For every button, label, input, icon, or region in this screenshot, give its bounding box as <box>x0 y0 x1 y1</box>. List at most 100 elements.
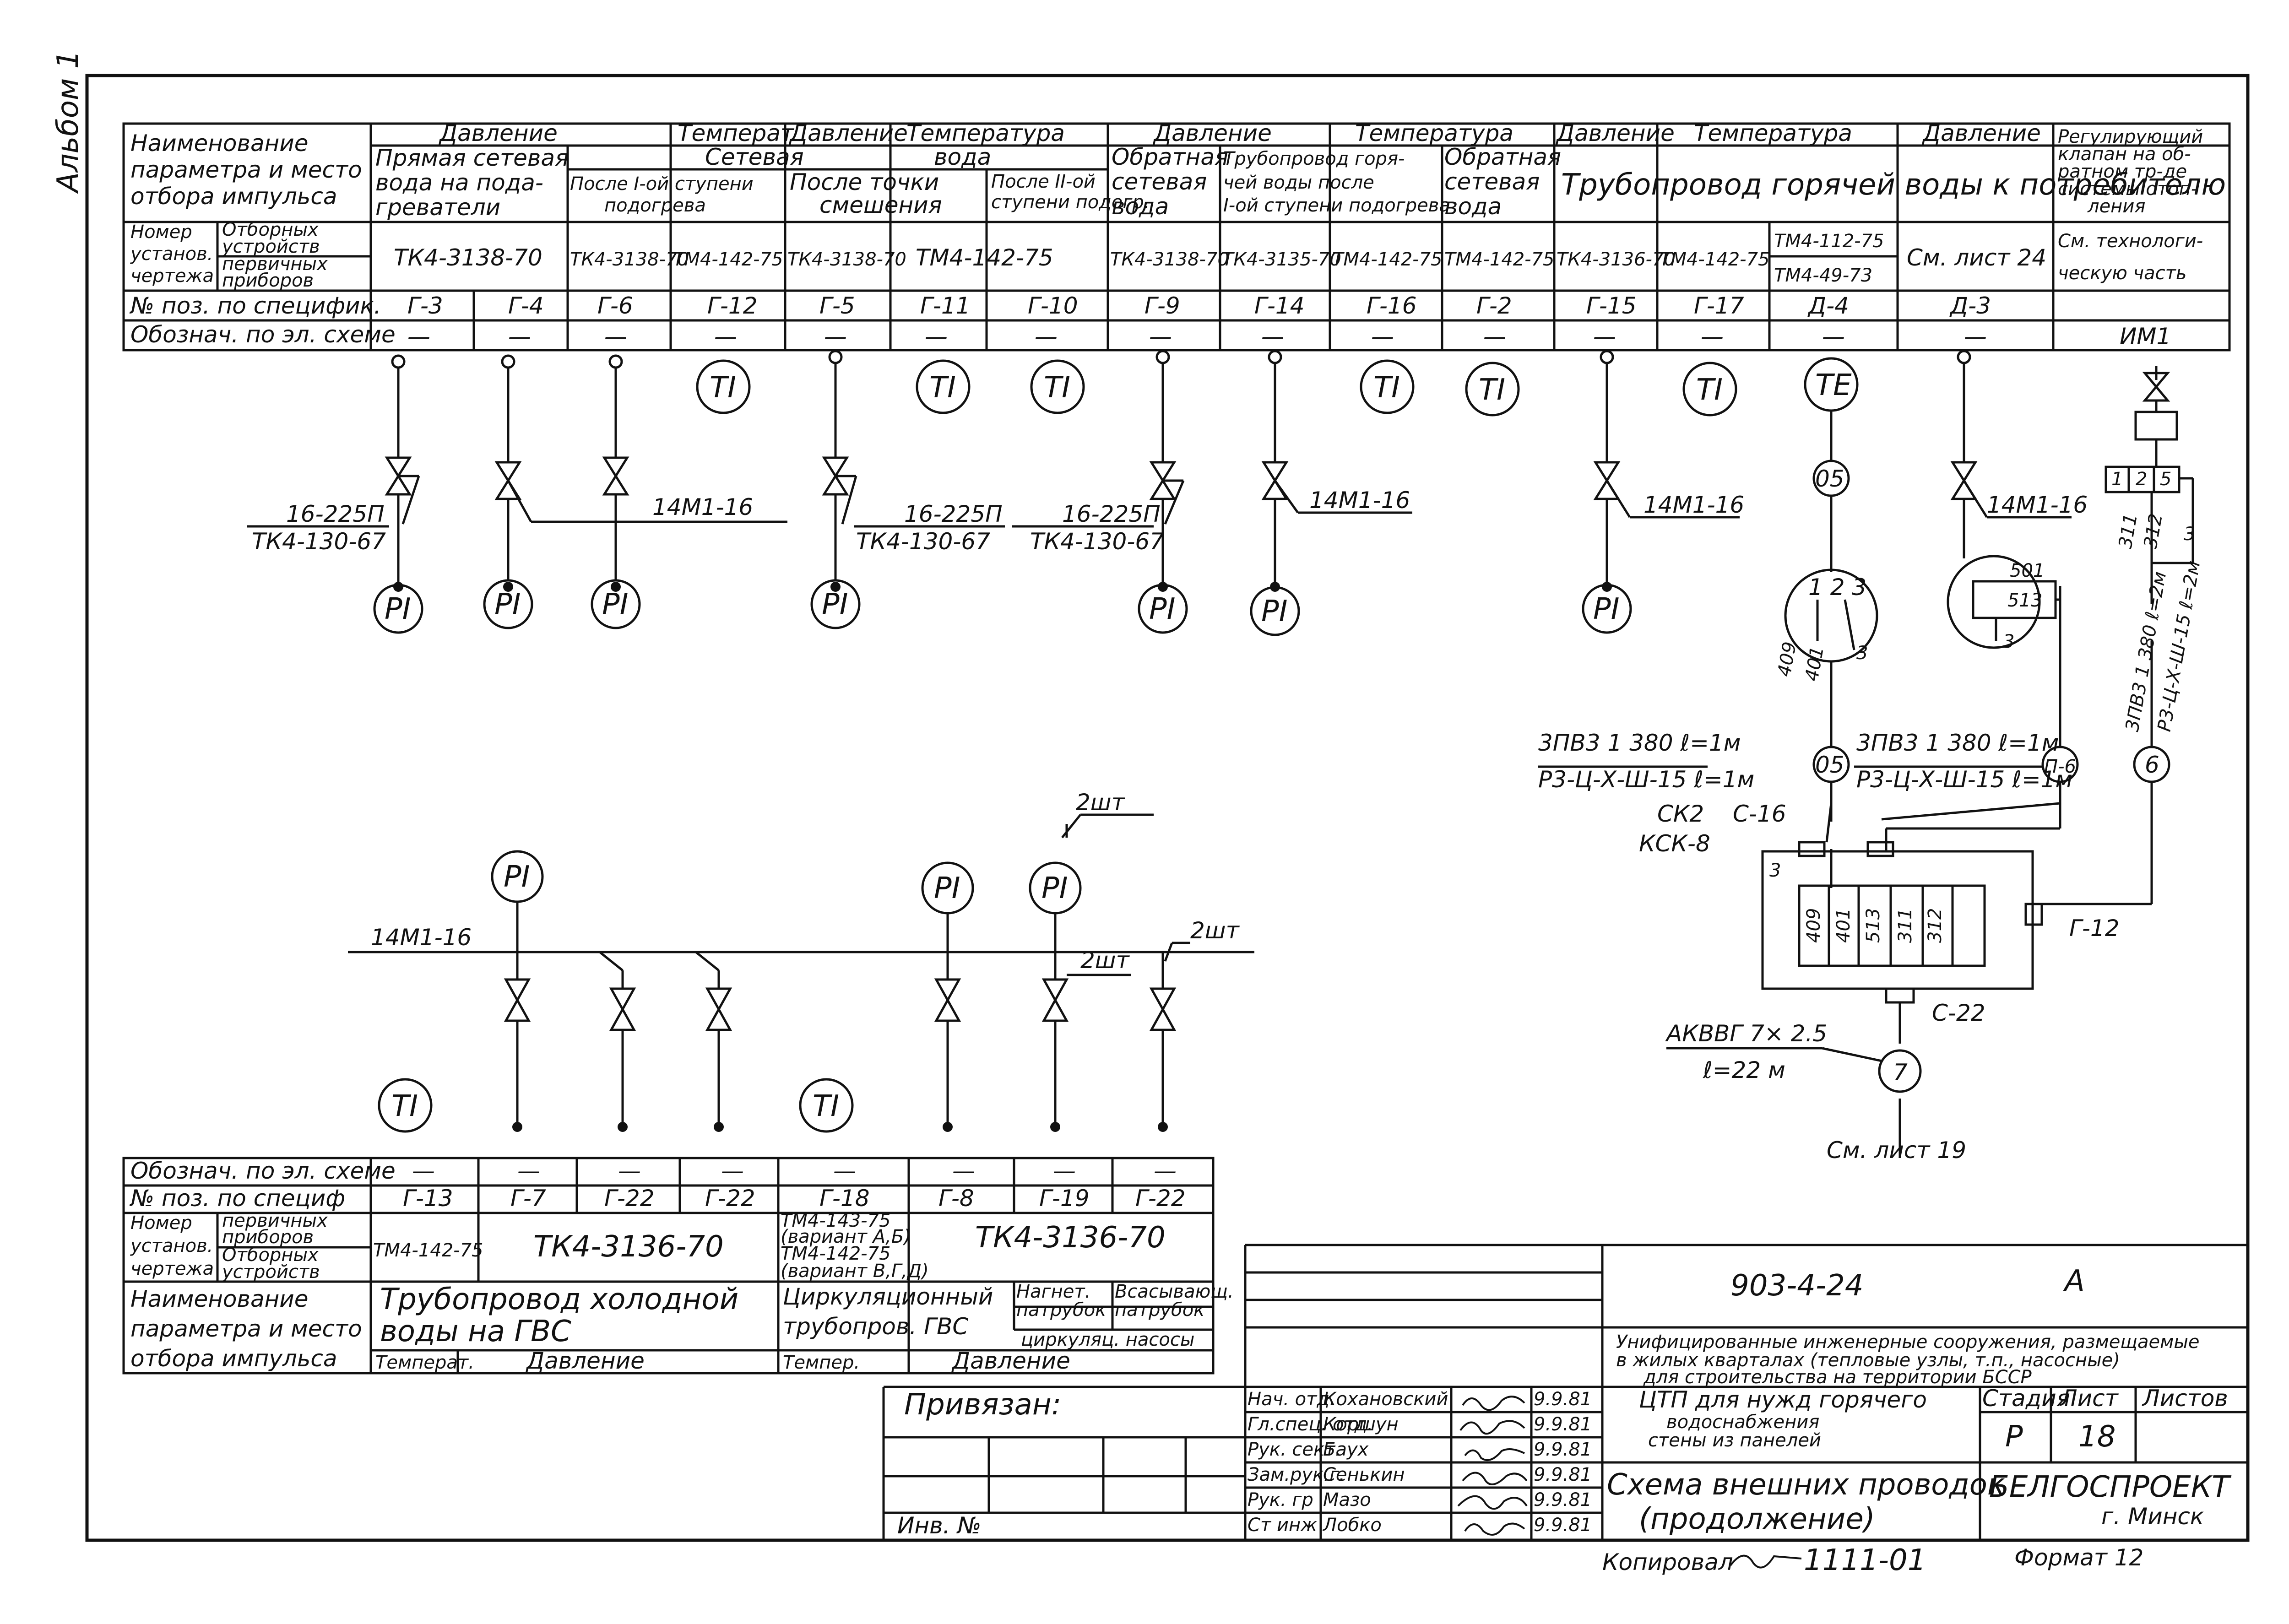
org-city: г. Минск <box>2101 1503 2204 1530</box>
sub-direct-3: греватели <box>375 194 500 221</box>
btm-name2-2: трубопров. ГВС <box>783 1313 968 1340</box>
btm-pos: № поз. по специф <box>129 1185 345 1212</box>
drawing-title-1: Схема внешних проводок <box>1607 1468 2005 1502</box>
sub-top-1: Отборных <box>222 219 319 240</box>
des-4: — <box>824 323 847 350</box>
wire-513: 513 <box>2007 590 2042 611</box>
row-number-1: Номер <box>130 222 192 243</box>
des-7: — <box>1149 323 1172 350</box>
row-pos: № поз. по специфик. <box>129 292 381 319</box>
sub-top-2: устройств <box>222 236 320 257</box>
pos-12: Г-17 <box>1694 292 1744 319</box>
role-5: Ст инж <box>1248 1515 1317 1536</box>
wire-3a: 3 <box>1856 643 1868 664</box>
akvv-length: ℓ=22 м <box>1703 1057 1785 1083</box>
pi-gauge-4 <box>810 579 861 629</box>
sheet-label: Лист <box>2059 1385 2119 1412</box>
lower-instruments <box>378 850 1082 1133</box>
date-2: 9.9.81 <box>1534 1439 1592 1460</box>
box-cell-311: 311 <box>1895 908 1916 943</box>
doc-6: ТК4-3135-70 <box>1222 249 1341 270</box>
copy-number: 1111-01 <box>1804 1543 1926 1577</box>
project-2: водоснабжения <box>1666 1412 1819 1433</box>
ti-label-6: TI <box>1696 373 1723 407</box>
des-12: — <box>1701 323 1724 350</box>
sub-return-1: Обратная <box>1112 144 1228 170</box>
valve-label-4: 16-225П <box>1062 501 1161 527</box>
btm-des-6: — <box>1053 1158 1076 1184</box>
btm-sub-bottom-2: устройств <box>222 1261 320 1283</box>
btm-name3-2: патрубок <box>1016 1299 1106 1321</box>
sub-stage1-1: После I-ой ступени <box>570 173 754 195</box>
pos-0: Г-3 <box>407 292 443 319</box>
project-1: ЦТП для нужд горячего <box>1639 1386 1927 1413</box>
valve-labels: 16-225П ТК4-130-67 14М1-16 16-225П ТК4-1… <box>252 487 2088 555</box>
pi-label-7: PI <box>1593 592 1619 626</box>
wire-312: 312 <box>2140 512 2167 550</box>
btm-sub-top-1: первичных <box>222 1210 328 1231</box>
des-0: — <box>407 323 430 350</box>
sub-bottom-1: первичных <box>222 254 328 275</box>
pos-14: Д-3 <box>1949 292 1991 319</box>
cable-1a: 3ПВ3 1 380 ℓ=1м <box>1538 730 1741 756</box>
btm-num-3: чертежа <box>130 1258 214 1279</box>
pos-13: Д-4 <box>1807 292 1849 319</box>
des-9: — <box>1371 323 1394 350</box>
date-4: 9.9.81 <box>1534 1489 1592 1510</box>
doc-8: ТМ4-142-75 <box>1444 249 1555 270</box>
upper-piping <box>247 350 2072 586</box>
param-h6: Давление <box>1556 120 1675 146</box>
doc-11: ТМ4-112-75 <box>1774 231 1884 252</box>
c16-label: С-16 <box>1733 801 1786 827</box>
btm-param-2: Давление <box>526 1348 645 1374</box>
btm-pos-6: Г-19 <box>1039 1185 1090 1212</box>
btm-des-0: — <box>412 1158 435 1184</box>
btm-param-3: Темпер. <box>783 1352 860 1373</box>
btm-name3-1: Нагнет. <box>1016 1281 1090 1302</box>
wire-6: 6 <box>2145 752 2159 778</box>
btm-name2-1: Циркуляционный <box>783 1283 993 1310</box>
btm-name-2: параметра и место <box>130 1315 362 1342</box>
btm-pos-7: Г-22 <box>1135 1185 1186 1212</box>
sub-return2-3: вода <box>1444 193 1502 220</box>
doc-3: ТК4-3138-70 <box>787 249 906 270</box>
param-h7: Температура <box>1694 120 1852 146</box>
pin-2: 2 <box>2136 469 2147 490</box>
valve-label-3: 16-225П <box>904 501 1003 527</box>
ti-label-4: TI <box>1373 371 1400 405</box>
sub-hot-3: I-ой ступени подогрева <box>1223 195 1450 216</box>
valve-label-3b: ТК4-130-67 <box>856 528 990 555</box>
pi-gauge-lower-3 <box>1029 861 1082 915</box>
btm-doc-1: ТМ4-142-75 <box>373 1240 483 1261</box>
doc-14: См. технологи- <box>2058 231 2203 252</box>
copier-signature <box>1730 1554 1802 1569</box>
sub-valve-4: системы отоп- <box>2058 179 2197 200</box>
pos-3: Г-12 <box>707 292 758 319</box>
des-15: ИМ1 <box>2120 323 2171 350</box>
btm-des-3: — <box>721 1158 744 1184</box>
row-number-3: чертежа <box>130 265 214 287</box>
box-cell-409: 409 <box>1803 908 1824 943</box>
pi-label-3: PI <box>602 588 628 622</box>
ti-label-2: TI <box>929 371 956 405</box>
des-11: — <box>1593 323 1616 350</box>
pos-2: Г-6 <box>597 292 633 319</box>
btm-des-4: — <box>833 1158 856 1184</box>
pos-11: Г-15 <box>1586 292 1637 319</box>
box-terminal-3: 3 <box>1769 860 1781 881</box>
doc-10: ТМ4-142-75 <box>1660 249 1770 270</box>
cable-1b: Р3-Ц-Х-Ш-15 ℓ=1м <box>1538 766 1754 793</box>
ti-label-3: TI <box>1044 371 1070 405</box>
param-h0: Давление <box>439 120 558 146</box>
pos-9: Г-16 <box>1367 292 1417 319</box>
see-sheet-19: См. лист 19 <box>1827 1137 1966 1164</box>
btm-pos-4: Г-18 <box>819 1185 870 1212</box>
date-0: 9.9.81 <box>1534 1389 1592 1410</box>
btm-param-4: Давление <box>951 1348 1070 1374</box>
akvv-label: АКВВГ 7× 2.5 <box>1665 1020 1827 1047</box>
des-14: — <box>1964 323 1987 350</box>
btm-des-1: — <box>517 1158 540 1184</box>
name-5: Лобко <box>1322 1515 1382 1536</box>
btm-designation: Обознач. по эл. схеме <box>130 1158 396 1184</box>
